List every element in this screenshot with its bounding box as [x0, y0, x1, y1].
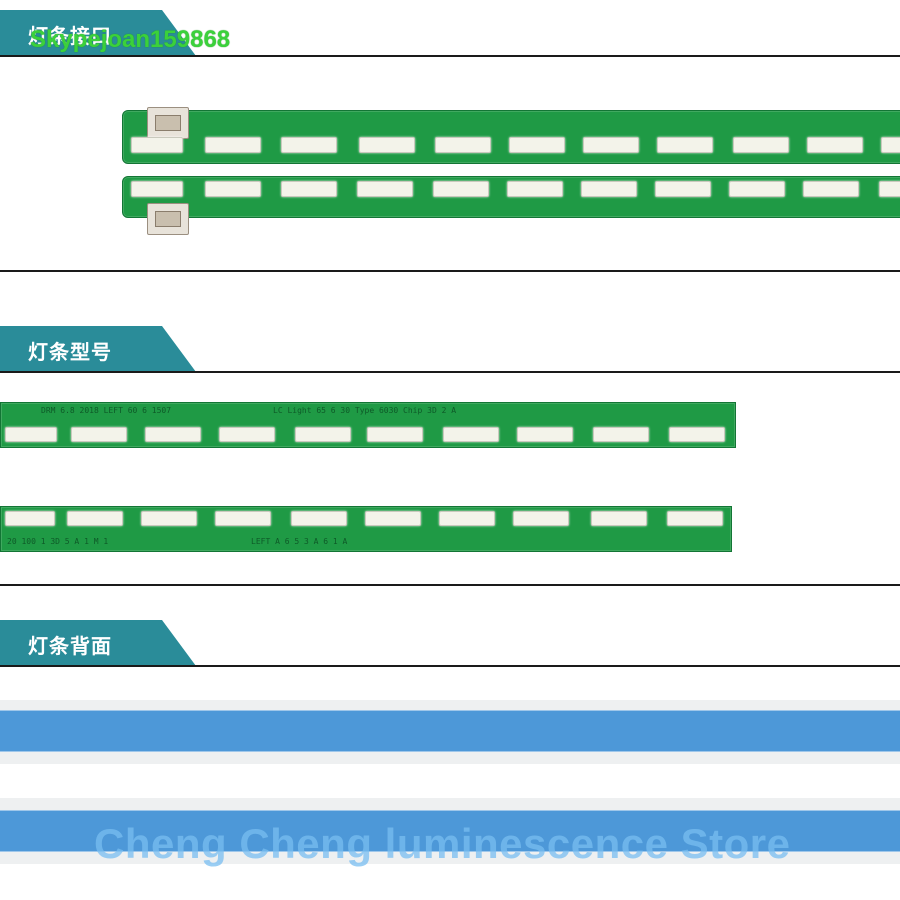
pcb-marking: LC Light 65 6 30 Type 6030 Chip 3D 2 A — [273, 406, 457, 415]
section-connector: 灯条接口 — [0, 10, 900, 272]
led-chip — [655, 181, 711, 197]
adhesive-tape-strip — [0, 710, 900, 752]
led-chip — [205, 137, 261, 153]
led-chip — [281, 137, 337, 153]
led-chip — [591, 511, 647, 526]
watermark-top-text: Skypejoan159868 — [30, 26, 231, 53]
led-chip — [5, 511, 55, 526]
divider — [0, 665, 900, 667]
led-chip — [433, 181, 489, 197]
section-model: 灯条型号 DRM 6.8 2018 LEFT 60 6 1507 LC Ligh… — [0, 326, 900, 588]
led-chip — [67, 511, 123, 526]
led-chip — [145, 427, 201, 442]
divider — [0, 270, 900, 272]
led-chip — [667, 511, 723, 526]
led-chip — [583, 137, 639, 153]
strip-back-edge — [0, 700, 900, 710]
section-title-model: 灯条型号 — [28, 340, 112, 364]
pcb-marking: DRM 6.8 2018 LEFT 60 6 1507 — [41, 406, 172, 415]
led-chip — [435, 137, 491, 153]
adhesive-tape-strip — [0, 810, 900, 852]
led-chip — [367, 427, 423, 442]
led-chip — [439, 511, 495, 526]
led-chip — [509, 137, 565, 153]
divider — [0, 55, 900, 57]
led-chip — [359, 137, 415, 153]
led-chip — [879, 181, 900, 197]
led-chip — [281, 181, 337, 197]
section-title-connector: 灯条接口 — [28, 24, 112, 48]
led-chip — [581, 181, 637, 197]
led-chip — [5, 427, 57, 442]
section-tab-model: 灯条型号 — [0, 326, 196, 372]
led-chip — [131, 137, 183, 153]
led-chip — [215, 511, 271, 526]
section-back: 灯条背面 — [0, 620, 900, 900]
pcb-marking: 20 100 1 3D 5 A 1 M 1 — [7, 537, 109, 546]
led-chip — [593, 427, 649, 442]
watermark-bottom-text: Cheng Cheng luminescence Store — [94, 820, 791, 867]
led-chip — [669, 427, 725, 442]
led-strip-pcb: DRM 6.8 2018 LEFT 60 6 1507 LC Light 65 … — [0, 402, 736, 448]
led-chip — [513, 511, 569, 526]
led-chip — [291, 511, 347, 526]
led-chip — [729, 181, 785, 197]
led-chip — [507, 181, 563, 197]
led-chip — [295, 427, 351, 442]
led-chip — [71, 427, 127, 442]
led-chip — [219, 427, 275, 442]
led-chip — [657, 137, 713, 153]
divider — [0, 584, 900, 586]
led-chip — [131, 181, 183, 197]
connector-socket — [147, 107, 189, 139]
led-strip-pcb — [122, 176, 900, 235]
section-title-back: 灯条背面 — [28, 634, 112, 658]
led-chip — [881, 137, 900, 153]
pcb-marking: LEFT A 6 5 3 A 6 1 A — [251, 537, 348, 546]
strip-back-edge — [0, 752, 900, 764]
led-chip — [517, 427, 573, 442]
led-chip — [807, 137, 863, 153]
led-chip — [141, 511, 197, 526]
connector-socket — [147, 203, 189, 235]
led-strip-pcb — [122, 107, 900, 164]
led-strip-pcb: 20 100 1 3D 5 A 1 M 1 LEFT A 6 5 3 A 6 1… — [0, 506, 732, 552]
led-chip — [205, 181, 261, 197]
led-chip — [733, 137, 789, 153]
led-chip — [357, 181, 413, 197]
led-chip — [803, 181, 859, 197]
section-tab-back: 灯条背面 — [0, 620, 196, 666]
strip-back-edge — [0, 798, 900, 810]
strip-back-edge — [0, 852, 900, 864]
led-chip — [443, 427, 499, 442]
divider — [0, 371, 900, 373]
section-tab-connector: 灯条接口 — [0, 10, 196, 56]
led-chip — [365, 511, 421, 526]
